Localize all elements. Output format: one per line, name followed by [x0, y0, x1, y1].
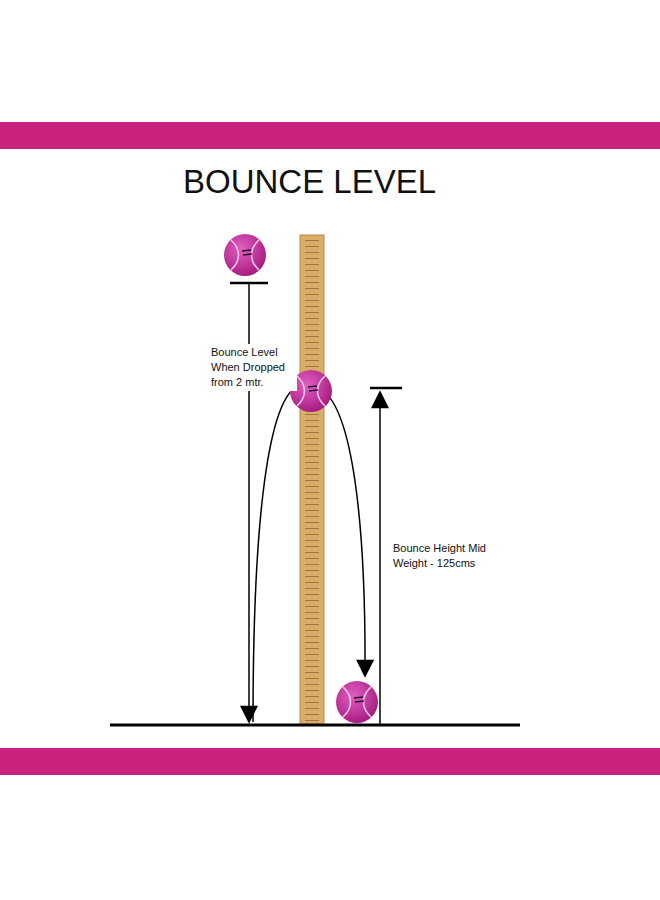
ball-top [224, 234, 266, 276]
bounce-arc-down [322, 390, 365, 676]
ball-bottom [336, 681, 378, 723]
top-band [0, 122, 660, 149]
bottom-band [0, 748, 660, 775]
height-arrow [379, 392, 381, 725]
annotation-label: Bounce Level When Dropped from 2 mtr. [209, 344, 297, 391]
title: BOUNCE LEVEL [183, 164, 436, 200]
bounce-arc-up [253, 385, 300, 722]
ruler [300, 235, 324, 725]
height-marker [370, 387, 402, 390]
annotation-label: Bounce Height Mid Weight - 125cms [391, 540, 513, 572]
ground-line [110, 724, 520, 727]
